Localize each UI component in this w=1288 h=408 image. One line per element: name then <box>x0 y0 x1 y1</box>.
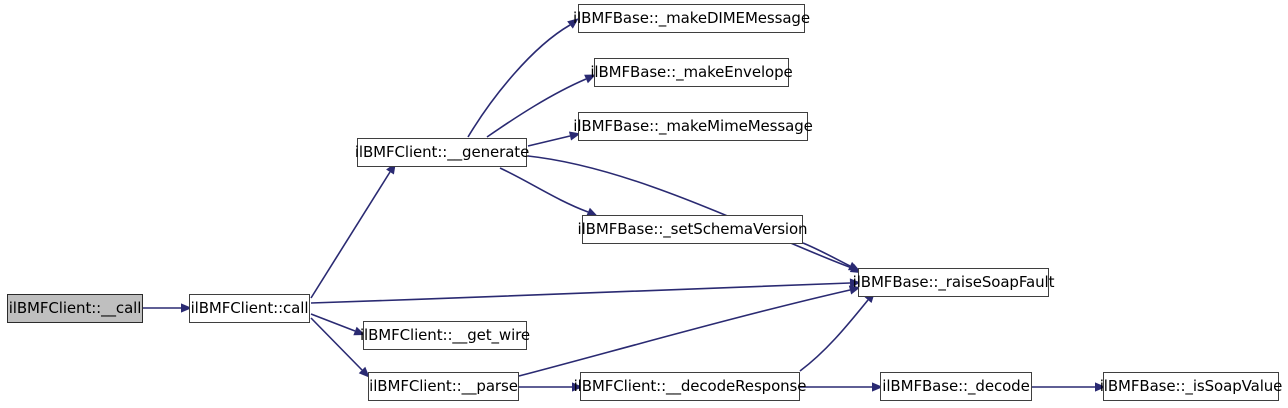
node-label-decodeResponse: ilBMFClient::__decodeResponse <box>573 377 807 395</box>
node-setSchema[interactable]: ilBMFBase::_setSchemaVersion <box>578 215 808 244</box>
arrow-generate-to-makeenvelope <box>584 74 597 84</box>
node-makeMime[interactable]: ilBMFBase::_makeMimeMessage <box>573 112 813 141</box>
arrow-call-to-get-wire <box>353 326 366 336</box>
arrow-decoderesponse-to-decode <box>872 382 883 392</box>
node-decodeResponse[interactable]: ilBMFClient::__decodeResponse <box>574 372 807 401</box>
node-label-setSchema: ilBMFBase::_setSchemaVersion <box>577 220 808 238</box>
node-makeEnvelope[interactable]: ilBMFBase::_makeEnvelope <box>590 58 793 87</box>
arrow-setschema-to-raise <box>847 261 860 271</box>
node-decode[interactable]: ilBMFBase::_decode <box>880 372 1032 401</box>
node-label-get_wire: ilBMFClient::__get_wire <box>359 326 531 344</box>
node-generate[interactable]: ilBMFClient::__generate <box>355 138 529 167</box>
edge-parse-to-raiseSoapFault <box>518 289 851 377</box>
edge-setSchema-to-raiseSoapFault <box>802 242 851 267</box>
arrow-call-to-raise <box>849 278 861 288</box>
node-label-makeEnvelope: ilBMFBase::_makeEnvelope <box>590 63 793 81</box>
arrow-generate-to-makedime <box>567 18 579 29</box>
edge-call-to-get_wire <box>310 313 356 332</box>
node-label-makeMime: ilBMFBase::_makeMimeMessage <box>573 117 813 135</box>
node-label-decode: ilBMFBase::_decode <box>882 377 1030 395</box>
node-isSoapValue[interactable]: ilBMFBase::_isSoapValue <box>1100 372 1282 401</box>
node-makeDIME[interactable]: ilBMFBase::_makeDIMEMessage <box>573 4 810 33</box>
node-raiseSoapFault[interactable]: ilBMFBase::_raiseSoapFault <box>853 268 1054 297</box>
node-parse[interactable]: ilBMFClient::__parse <box>368 372 519 401</box>
edge-generate-to-makeDIME <box>467 24 571 138</box>
edge-generate-to-makeMime <box>527 135 571 147</box>
node-label-raiseSoapFault: ilBMFBase::_raiseSoapFault <box>852 273 1055 291</box>
node-call_private[interactable]: ilBMFClient::__call <box>7 294 143 323</box>
arrow-parse-to-decoderesponse <box>572 382 583 392</box>
arrow-call-private-to-call <box>181 303 192 313</box>
arrow-call-to-parse <box>358 366 370 378</box>
node-label-makeDIME: ilBMFBase::_makeDIMEMessage <box>573 9 810 27</box>
arrow-generate-to-setschema <box>586 207 599 217</box>
edge-generate-to-makeEnvelope <box>486 78 587 138</box>
node-label-parse: ilBMFClient::__parse <box>369 377 518 395</box>
node-label-isSoapValue: ilBMFBase::_isSoapValue <box>1099 377 1283 395</box>
edge-call-to-raiseSoapFault <box>310 282 851 304</box>
arrow-decode-to-issoapvalue <box>1095 382 1106 392</box>
node-label-generate: ilBMFClient::__generate <box>354 143 530 161</box>
arrow-parse-to-raise <box>848 285 861 295</box>
node-label-call_private: ilBMFClient::__call <box>8 299 142 317</box>
node-get_wire[interactable]: ilBMFClient::__get_wire <box>360 321 530 350</box>
edge-decodeResponse-to-raiseSoapFault <box>799 299 869 372</box>
edge-generate-to-raiseSoapFault <box>527 155 853 269</box>
edge-call-to-parse <box>310 317 363 371</box>
edge-call-to-generate <box>310 171 391 299</box>
node-call[interactable]: ilBMFClient::call <box>189 294 310 323</box>
edge-generate-to-setSchema <box>499 167 589 213</box>
node-label-call: ilBMFClient::call <box>190 299 309 317</box>
arrow-generate-to-makemime <box>568 131 581 141</box>
